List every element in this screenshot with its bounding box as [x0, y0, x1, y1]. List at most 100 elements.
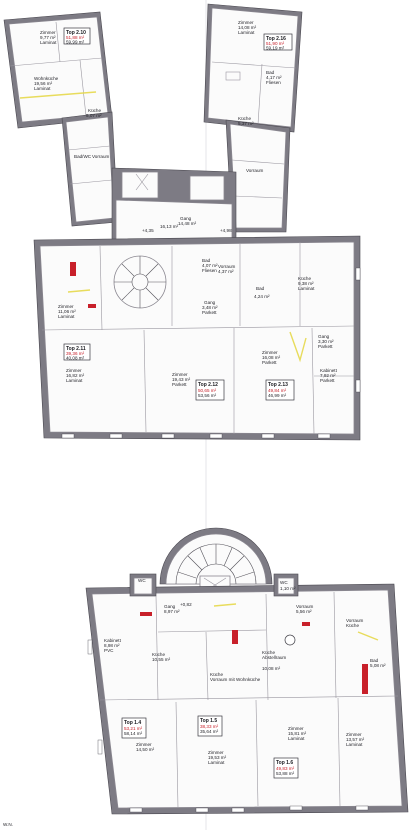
svg-text:39,36 m²: 39,36 m²	[66, 351, 85, 356]
svg-text:Küche: Küche	[262, 650, 275, 655]
svg-text:Kabinett: Kabinett	[104, 638, 122, 643]
svg-text:Laminat: Laminat	[238, 30, 255, 35]
svg-text:Zimmer: Zimmer	[172, 372, 188, 377]
unit-box-top-2-16: Top 2.16 51,90 m² 59,19 m²	[263, 33, 293, 51]
svg-text:13,57 m²: 13,57 m²	[346, 737, 365, 742]
svg-text:53,88 m²: 53,88 m²	[276, 771, 295, 776]
svg-text:Parkett: Parkett	[318, 344, 333, 349]
svg-text:11,06 m²: 11,06 m²	[58, 309, 76, 314]
svg-text:Top 2.16: Top 2.16	[266, 36, 286, 42]
room-label-bad-mid: Bad 4,07 m² Fliesen	[202, 258, 218, 273]
svg-text:14,08 m²: 14,08 m²	[238, 25, 257, 30]
svg-text:Zimmer: Zimmer	[346, 732, 362, 737]
svg-text:7,92 m²: 7,92 m²	[320, 373, 336, 378]
svg-text:Parkett: Parkett	[262, 360, 277, 365]
svg-text:1,10 m²: 1,10 m²	[280, 586, 296, 591]
svg-text:Laminat: Laminat	[288, 736, 305, 741]
svg-text:Küche: Küche	[346, 623, 359, 628]
svg-text:Küche: Küche	[88, 108, 101, 113]
svg-text:16,82 m²: 16,82 m²	[66, 373, 85, 378]
svg-text:Top 2.10: Top 2.10	[66, 30, 86, 36]
svg-text:Zimmer: Zimmer	[66, 368, 82, 373]
svg-text:Top 1.4: Top 1.4	[124, 720, 141, 726]
svg-text:Gang: Gang	[204, 300, 216, 305]
svg-text:Zimmer: Zimmer	[288, 726, 304, 731]
room-label-zimmer-16b: Zimmer 13,57 m² Laminat	[346, 732, 365, 747]
svg-text:19,43 m²: 19,43 m²	[172, 377, 191, 382]
room-label-zimmer-nw: Zimmer 9,77 m² Laminat	[40, 30, 57, 45]
svg-text:Laminat: Laminat	[208, 760, 225, 765]
svg-text:Zimmer: Zimmer	[208, 750, 224, 755]
svg-text:Gang: Gang	[164, 604, 176, 609]
svg-text:10,55 m²: 10,55 m²	[152, 657, 171, 662]
svg-text:4,17 m²: 4,17 m²	[266, 75, 282, 80]
svg-text:8,98 m²: 8,98 m²	[104, 643, 120, 648]
svg-text:14,48 m²: 14,48 m²	[178, 221, 197, 226]
svg-text:46,99 m²: 46,99 m²	[268, 393, 287, 398]
svg-text:Gang: Gang	[180, 216, 192, 221]
svg-text:Top 2.13: Top 2.13	[268, 382, 288, 388]
svg-text:51,90 m²: 51,90 m²	[266, 41, 285, 46]
svg-text:9,38 m²: 9,38 m²	[298, 281, 314, 286]
svg-text:Vorraum: Vorraum	[218, 264, 236, 269]
svg-text:4,24 m²: 4,24 m²	[254, 294, 270, 299]
room-label-kueche-c: Küche Abstellraum 10,08 m²	[262, 650, 286, 671]
upper-floor-plan: Top 2.10 51,88 m² 59,99 m² Top 2.16 51,9…	[3, 3, 361, 441]
room-label-kueche-mid: Küche Vorraum mit Wohnküche	[210, 672, 261, 682]
room-label-gang-mid: 16,13 m²	[160, 224, 179, 229]
room-neck-e	[229, 123, 287, 229]
svg-text:Kabinett: Kabinett	[320, 368, 338, 373]
svg-text:Laminat: Laminat	[346, 742, 363, 747]
room-label-bad-lower: Bad 5,08 m²	[370, 658, 386, 668]
svg-text:35,64 m²: 35,64 m²	[200, 729, 219, 734]
level-mark-lower: +0,82	[180, 602, 192, 607]
svg-text:Wohnküche: Wohnküche	[34, 76, 59, 81]
svg-text:5,07 m²: 5,07 m²	[86, 113, 102, 118]
room-label-zimmer-ne: Zimmer 14,08 m² Laminat	[238, 20, 257, 35]
svg-text:59,19 m²: 59,19 m²	[266, 46, 285, 51]
svg-text:Vorraum mit Wohnküche: Vorraum mit Wohnküche	[210, 677, 261, 682]
room-main-band	[39, 241, 355, 435]
room-label-kueche-w: Küche 5,07 m²	[86, 108, 102, 118]
svg-text:5,37 m²: 5,37 m²	[238, 121, 254, 126]
svg-text:Laminat: Laminat	[298, 286, 315, 291]
svg-text:Top 2.11: Top 2.11	[66, 346, 86, 352]
svg-text:49,83 m²: 49,83 m²	[276, 766, 295, 771]
svg-text:38,33 m²: 38,33 m²	[200, 724, 219, 729]
svg-text:Top 1.5: Top 1.5	[200, 718, 217, 724]
room-label-zimmer-14: Zimmer 14,50 m²	[136, 742, 155, 752]
room-label-gang-top: Gang 14,48 m²	[178, 216, 197, 226]
svg-text:Parkett: Parkett	[320, 378, 335, 383]
svg-text:Küche: Küche	[238, 116, 251, 121]
svg-text:3,30 m²: 3,30 m²	[318, 339, 334, 344]
room-label-wohnkueche: Wohnküche 19,56 m² Laminat	[34, 76, 59, 91]
lower-floor-plan: Top 1.4 53,21 m² 58,14 m² Top 1.5 38,33 …	[85, 527, 409, 815]
svg-text:Top 2.12: Top 2.12	[198, 382, 218, 388]
svg-text:Vorraum: Vorraum	[346, 618, 364, 623]
unit-box-top-2-10: Top 2.10 51,88 m² 59,99 m²	[63, 27, 91, 45]
red-marker	[70, 262, 76, 276]
room-label-gang-lower: Gang 8,97 m²	[164, 604, 180, 614]
svg-text:Bad: Bad	[266, 70, 275, 75]
unit-box-top-2-12: Top 2.12 50,65 m² 53,56 m²	[195, 379, 225, 401]
room-label-gang-e: Gang 3,30 m² Parkett	[318, 334, 334, 349]
svg-text:8,97 m²: 8,97 m²	[164, 609, 180, 614]
room-label-kabinett-e: Kabinett 7,92 m² Parkett	[320, 368, 338, 383]
svg-text:Parkett: Parkett	[172, 382, 187, 387]
svg-text:Abstellraum: Abstellraum	[262, 655, 286, 660]
svg-text:50,65 m²: 50,65 m²	[198, 388, 217, 393]
room-label-kueche-e: Küche 5,37 m²	[238, 116, 254, 126]
room-label-kueche-e2: Küche 9,38 m² Laminat	[298, 276, 315, 291]
svg-text:Bad: Bad	[202, 258, 211, 263]
svg-text:Laminat: Laminat	[34, 86, 51, 91]
svg-text:19,53 m²: 19,53 m²	[208, 755, 227, 760]
room-label-vorraum-mid: Vorraum 4,37 m²	[218, 264, 236, 274]
svg-text:51,88 m²: 51,88 m²	[66, 35, 85, 40]
svg-text:Zimmer: Zimmer	[262, 350, 278, 355]
svg-text:Gang: Gang	[318, 334, 330, 339]
svg-text:53,56 m²: 53,56 m²	[198, 393, 217, 398]
room-label-zimmer-16a: Zimmer 15,81 m² Laminat	[288, 726, 307, 741]
room-label-bad-wc: Bad/WC	[74, 154, 92, 159]
svg-text:4,37 m²: 4,37 m²	[218, 269, 234, 274]
room-label-vorraum-e: Vorraum	[246, 168, 264, 173]
